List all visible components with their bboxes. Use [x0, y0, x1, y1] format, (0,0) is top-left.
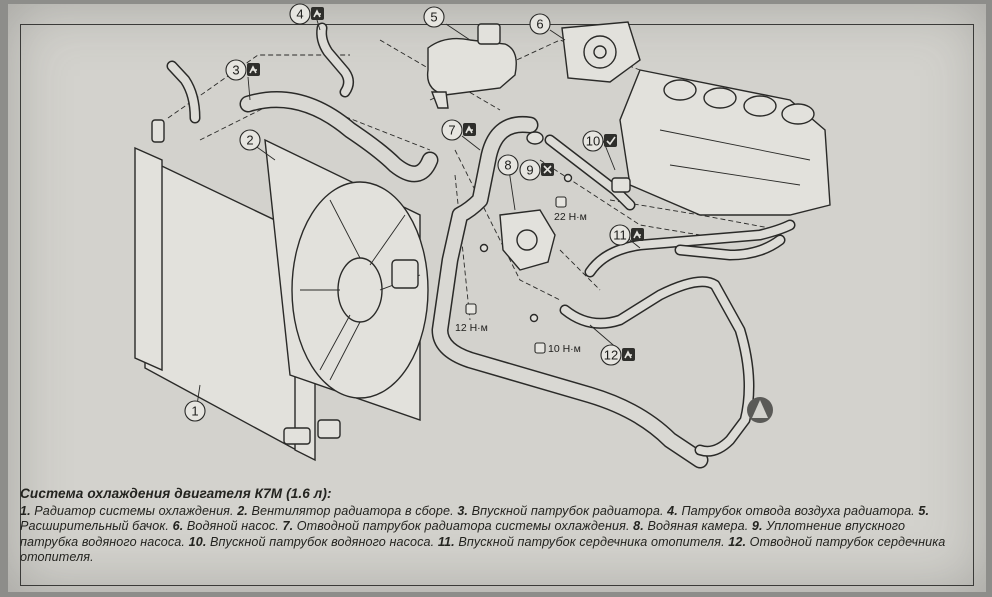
callout-1: 1	[184, 400, 206, 422]
engine-block	[619, 69, 831, 216]
callout-number: 11	[613, 228, 627, 243]
caption-item-text: Водяной насос.	[183, 519, 283, 534]
water-pump	[561, 21, 641, 83]
callout-5: 5	[423, 6, 445, 28]
torque-marker: 12 Н·м	[455, 303, 488, 334]
caption-item-number: 7.	[282, 519, 294, 534]
callout-4: 4	[289, 3, 324, 25]
callout-number: 1	[191, 404, 198, 419]
hose-clamp-icon	[622, 348, 635, 361]
caption-item-number: 6.	[172, 519, 184, 534]
radiator-air-bleed-pipe	[166, 22, 354, 124]
caption-items: 1. Радиатор системы охлаждения. 2. Венти…	[20, 504, 945, 564]
caption-item-text: Радиатор системы охлаждения.	[30, 504, 238, 519]
caption-item-text: Уплотнение впускного патрубка водяного н…	[20, 519, 906, 549]
caption-item-number: 12.	[728, 534, 747, 549]
caption-item-text: Водяная камера.	[643, 519, 752, 534]
caption-item-text: Отводной патрубок радиатора системы охла…	[293, 519, 634, 534]
caption-item-number: 1.	[20, 504, 31, 519]
callout-12: 12	[600, 344, 635, 366]
caption-item-text: Расширительный бачок.	[20, 519, 173, 534]
caption-item-number: 2.	[237, 504, 248, 519]
callout-number: 3	[232, 63, 239, 78]
publisher-logo	[747, 397, 773, 423]
caption-item-number: 11.	[437, 534, 455, 549]
torque-marker: 10 Н·м	[534, 342, 581, 355]
replace-cross-icon	[541, 163, 554, 176]
figure-caption: Система охлаждения двигателя К7М (1.6 л)…	[20, 486, 965, 565]
caption-item-text: Отводной патрубок сердечника отопителя.	[20, 534, 946, 564]
callout-number: 2	[246, 133, 253, 148]
torque-marker: 22 Н·м	[554, 196, 587, 223]
caption-item-text: Патрубок от­вода воздуха радиатора.	[677, 504, 919, 519]
water-housing	[499, 209, 556, 271]
callout-8: 8	[497, 154, 519, 176]
callout-number: 10	[586, 134, 600, 149]
heater-outlet-hose	[559, 276, 755, 457]
callout-number: 8	[504, 158, 511, 173]
callout-9: 9	[519, 159, 554, 181]
fasteners	[479, 173, 573, 323]
radiator-inlet-hose	[239, 91, 439, 183]
caption-item-text: Впускной патрубок радиатора.	[468, 504, 668, 519]
hose-clamp-icon	[631, 228, 644, 241]
caption-item-text: Впускной патрубок сердечника отопителя.	[454, 534, 729, 549]
caption-item-number: 3.	[457, 504, 469, 519]
caption-item-number: 5.	[918, 504, 930, 519]
callout-number: 5	[430, 10, 437, 25]
callout-number: 7	[448, 123, 455, 138]
callout-number: 12	[604, 348, 618, 363]
caption-item-text: Впускной патрубок водяного насоса.	[206, 534, 438, 549]
callout-2: 2	[239, 129, 261, 151]
callout-3: 3	[225, 59, 260, 81]
radiator	[134, 119, 341, 462]
caption-title: Система охлаждения двигателя К7М (1.6 л)…	[20, 486, 332, 501]
callout-number: 4	[296, 7, 303, 22]
check-icon	[604, 134, 617, 147]
caption-item-number: 9.	[751, 519, 763, 534]
heater-inlet-hose	[584, 219, 796, 278]
water-pump-inlet-pipe	[544, 134, 636, 211]
torque-label: 10 Н·м	[548, 343, 581, 355]
callout-number: 6	[536, 17, 543, 32]
caption-item-number: 8.	[633, 519, 644, 534]
torque-label: 12 Н·м	[455, 322, 488, 334]
hose-clamp-icon	[311, 7, 324, 20]
callout-7: 7	[441, 119, 476, 141]
caption-item-number: 4.	[667, 504, 678, 519]
hose-clamp-icon	[247, 63, 260, 76]
torque-label: 22 Н·м	[554, 211, 587, 223]
callout-11: 11	[609, 224, 644, 246]
hose-clamp-icon	[463, 123, 476, 136]
expansion-tank	[426, 23, 517, 109]
caption-item-text: Вентилятор радиатора в сборе.	[247, 504, 458, 519]
callout-number: 9	[526, 163, 533, 178]
radiator-outlet-hose	[431, 115, 709, 469]
callout-10: 10	[582, 130, 617, 152]
caption-item-number: 10.	[188, 534, 207, 549]
radiator-fan-assembly	[264, 138, 429, 421]
callout-6: 6	[529, 13, 551, 35]
